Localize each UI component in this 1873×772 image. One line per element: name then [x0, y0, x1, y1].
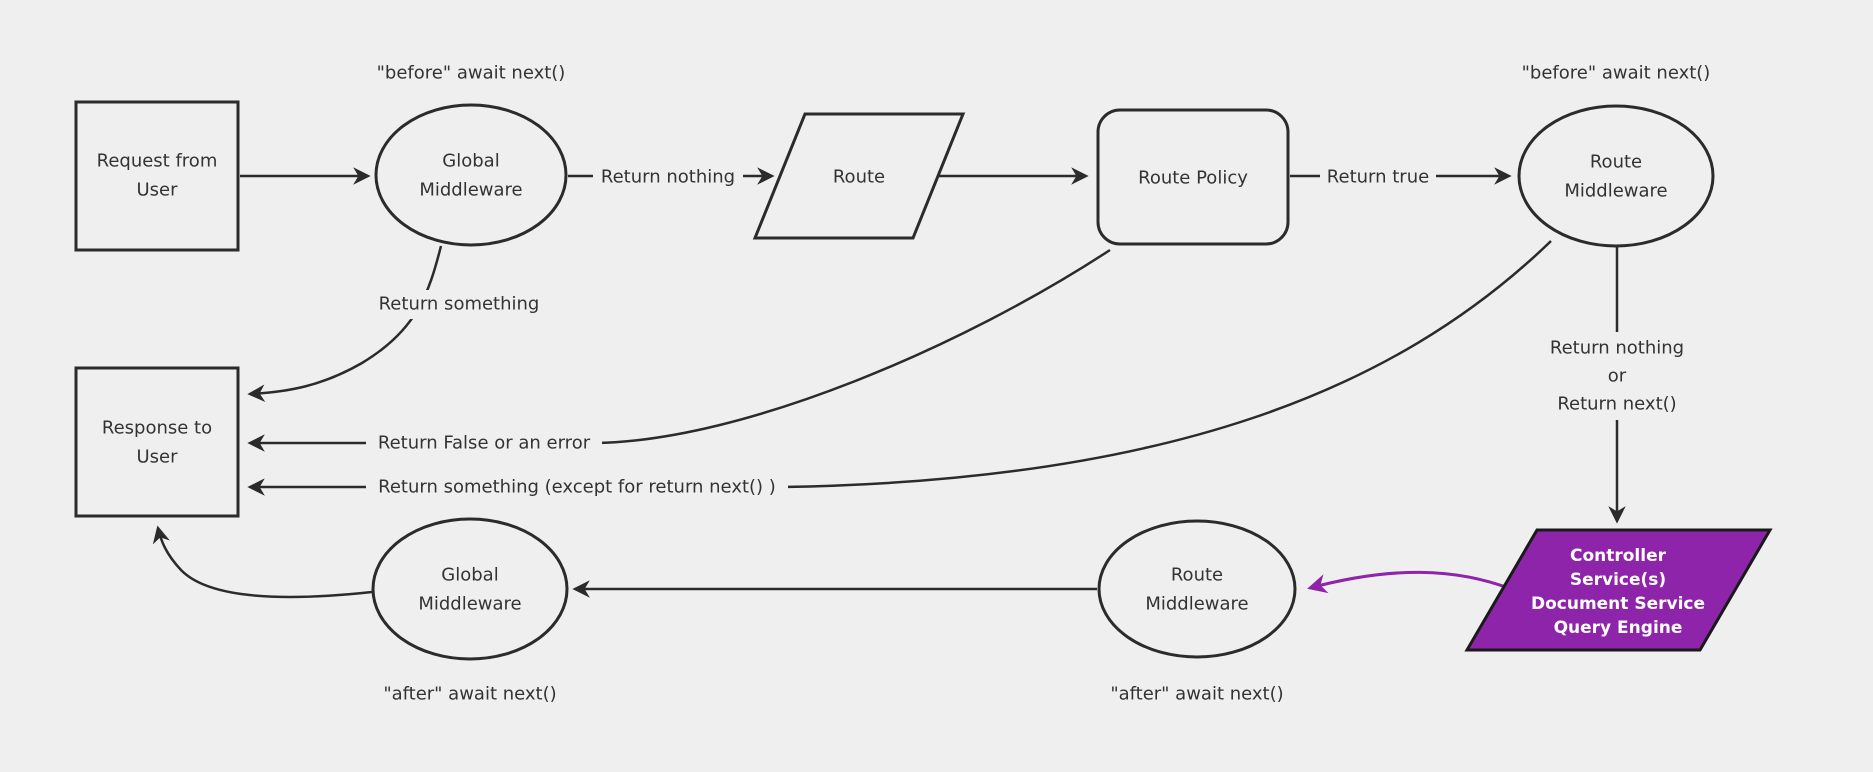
controller-services-label: Service(s)	[1570, 570, 1666, 590]
node-route: Route	[752, 112, 966, 240]
return-nothing-or-next-label: Return next()	[1557, 394, 1676, 415]
annotations: "before" await next() "before" await nex…	[377, 63, 1711, 705]
route-policy-shape	[1096, 108, 1290, 246]
edge-route-middleware-to-response	[247, 240, 1552, 496]
route-middleware-bottom-shape	[1097, 519, 1297, 659]
nodes: Request from User Global Middleware Rout…	[74, 100, 1773, 661]
route-middleware-top-label: Route	[1590, 152, 1642, 173]
route-middleware-top-shape	[1517, 104, 1715, 248]
return-nothing-or-next-label-bg	[1540, 332, 1694, 420]
route-policy-label: Route Policy	[1138, 168, 1248, 189]
route-shape	[752, 112, 966, 240]
global-middleware-bottom-label: Middleware	[418, 594, 521, 615]
edge-controller-to-route-middleware-bottom	[1307, 570, 1512, 594]
return-something-label: Return something	[379, 294, 540, 315]
route-label: Route	[833, 167, 885, 188]
after-await-annotation-global: "after" await next()	[383, 684, 556, 705]
global-middleware-top-label: Middleware	[419, 180, 522, 201]
return-false-label-bg	[366, 429, 602, 458]
node-route-middleware-top: Route Middleware	[1517, 104, 1715, 248]
return-false-label: Return False or an error	[378, 433, 591, 454]
edge-labels: Return nothing Return true Return someth…	[366, 162, 1694, 502]
node-request-from-user: Request from User	[74, 100, 240, 252]
controller-services-label: Controller	[1570, 546, 1667, 566]
request-from-user-label: User	[136, 180, 178, 201]
return-something-except-label-bg	[366, 473, 788, 502]
before-await-annotation-global: "before" await next()	[377, 63, 566, 84]
edge-global-middleware-bottom-to-response	[152, 525, 373, 599]
node-global-middleware-top: Global Middleware	[374, 103, 568, 247]
controller-services-shape	[1464, 528, 1773, 652]
route-middleware-top-label: Middleware	[1564, 181, 1667, 202]
global-middleware-bottom-label: Global	[441, 565, 498, 586]
edge-global-middleware-to-response	[247, 245, 443, 402]
node-controller-services: Controller Service(s) Document Service Q…	[1464, 528, 1773, 652]
return-nothing-or-next-label: or	[1608, 366, 1627, 387]
return-something-except-label: Return something (except for return next…	[378, 477, 776, 498]
route-middleware-bottom-label: Route	[1171, 565, 1223, 586]
return-nothing-label: Return nothing	[601, 167, 735, 188]
return-nothing-label-bg	[593, 162, 743, 191]
global-middleware-top-label: Global	[442, 151, 499, 172]
return-true-label: Return true	[1327, 167, 1429, 188]
response-to-user-shape	[74, 366, 240, 518]
before-await-annotation-route: "before" await next()	[1522, 63, 1711, 84]
controller-services-label: Document Service	[1531, 594, 1705, 614]
node-route-middleware-bottom: Route Middleware	[1097, 519, 1297, 659]
node-global-middleware-bottom: Global Middleware	[371, 517, 569, 661]
route-middleware-bottom-label: Middleware	[1145, 594, 1248, 615]
request-from-user-shape	[74, 100, 240, 252]
node-route-policy: Route Policy	[1096, 108, 1290, 246]
edge-route-policy-to-response	[247, 248, 1111, 452]
return-something-label-bg	[369, 290, 549, 319]
global-middleware-bottom-shape	[371, 517, 569, 661]
node-response-to-user: Response to User	[74, 366, 240, 518]
response-to-user-label: User	[136, 447, 178, 468]
controller-services-label: Query Engine	[1554, 618, 1683, 638]
global-middleware-top-shape	[374, 103, 568, 247]
request-from-user-label: Request from	[97, 151, 218, 172]
return-nothing-or-next-label: Return nothing	[1550, 338, 1684, 359]
response-to-user-label: Response to	[102, 418, 212, 439]
after-await-annotation-route: "after" await next()	[1110, 684, 1283, 705]
return-true-label-bg	[1320, 162, 1436, 191]
